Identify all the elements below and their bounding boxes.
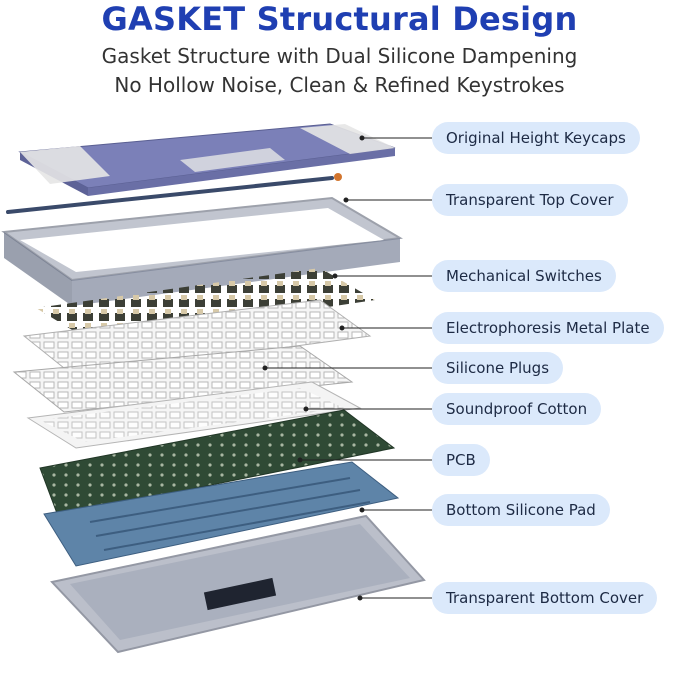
label-switches: Mechanical Switches	[432, 260, 616, 292]
leader-lines	[262, 135, 432, 601]
metal-plate-layer	[22, 299, 372, 377]
silicone-plugs-layer	[12, 345, 354, 413]
keycaps-layer	[18, 123, 396, 196]
label-soundproof-cotton: Soundproof Cotton	[432, 393, 602, 425]
switches-layer	[36, 268, 375, 342]
stabilizer-bar	[6, 173, 342, 214]
silicone-pad-layer	[43, 461, 400, 567]
label-keycaps: Original Height Keycaps	[432, 122, 640, 154]
subtitle-line-1: Gasket Structure with Dual Silicone Damp…	[101, 44, 578, 68]
label-silicone-plugs: Silicone Plugs	[432, 352, 564, 384]
page-title: GASKET Structural Design	[101, 0, 578, 38]
label-bottom-cover: Transparent Bottom Cover	[432, 582, 658, 614]
subtitle-line-2: No Hollow Noise, Clean & Refined Keystro…	[114, 73, 565, 97]
soundproof-cotton-layer	[26, 381, 362, 449]
label-pcb: PCB	[432, 444, 490, 476]
label-top-cover: Transparent Top Cover	[432, 184, 628, 216]
top-cover-layer	[1, 196, 404, 306]
pcb-layer	[39, 409, 396, 517]
label-silicone-pad: Bottom Silicone Pad	[432, 494, 610, 526]
bottom-cover-layer	[50, 514, 426, 654]
label-metal-plate: Electrophoresis Metal Plate	[432, 312, 664, 344]
